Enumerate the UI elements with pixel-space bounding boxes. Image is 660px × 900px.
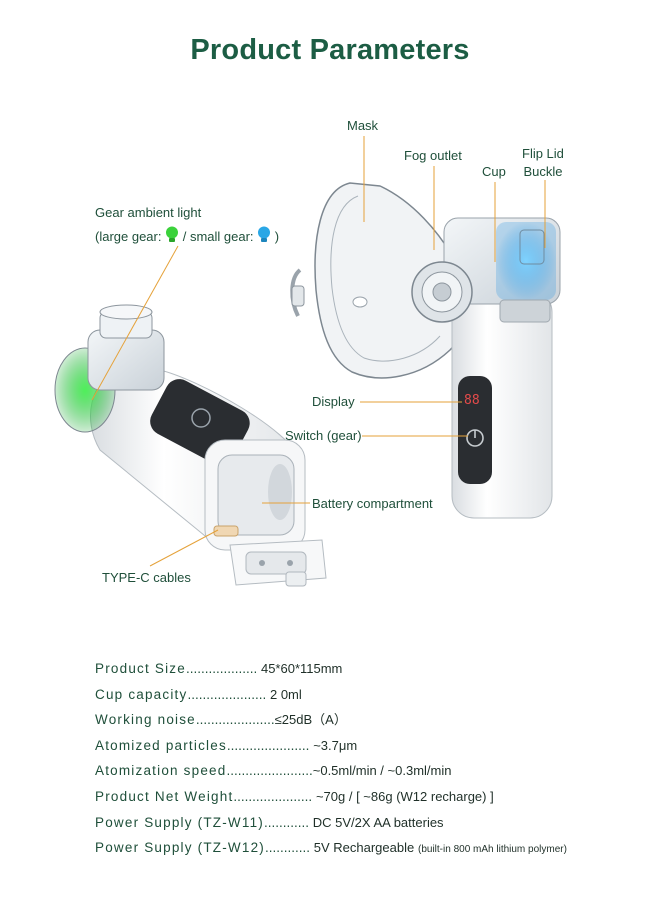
spec-list: Product Size................... 45*60*11… [95,656,635,861]
spec-key: Power Supply (TZ-W11) [95,814,264,830]
label-mask: Mask [347,118,379,133]
label-fog-outlet: Fog outlet [404,148,462,163]
spec-dots: ............ [263,814,309,830]
label-flip-lid-line1: Flip Lid [522,146,564,161]
label-gear-small: / small gear: [182,229,254,244]
leader-lines [91,136,546,567]
spec-value: 5V Rechargeable [313,840,415,856]
spec-key: Working noise [95,712,196,728]
spec-row: Product Net Weight..................... … [95,784,635,810]
spec-value: DC 5V/2X AA batteries [312,814,444,830]
spec-key: Power Supply (TZ-W12) [95,840,265,856]
label-gear-legend: (large gear: / small gear: ) [95,226,279,244]
spec-row: Power Supply (TZ-W12)............ 5V Rec… [95,835,635,861]
blue-bulb-icon [258,226,271,242]
spec-row: Working noise.....................≤25dB（… [95,707,635,733]
spec-dots: ..................... [187,686,267,702]
spec-key: Product Size [95,661,186,676]
label-switch: Switch (gear) [285,428,362,443]
left-nebulizer-body [54,304,327,587]
label-gear-close: ) [274,229,280,244]
spec-key: Atomized particles [95,737,227,753]
right-nebulizer-body: 88 [411,217,561,519]
label-battery-compartment: Battery compartment [312,496,433,511]
spec-note: (built-in 800 mAh lithium polymer) [418,844,567,856]
spec-value: 2 0ml [269,686,302,702]
label-flip-lid-line2: Buckle [523,164,563,179]
spec-dots: ............ [264,840,310,856]
label-cup: Cup [482,164,506,179]
spec-value: ~3.7μm [313,737,358,753]
label-type-c-cables: TYPE-C cables [102,570,191,585]
spec-dots: ....................... [226,763,313,779]
display-readout: 88 [464,393,480,408]
spec-dots: ..................... [233,788,313,804]
spec-row: Atomized particles......................… [95,733,635,759]
spec-dots: ................... [185,661,258,676]
spec-value: ≤25dB（A） [274,712,347,728]
spec-row: Atomization speed.......................… [95,758,635,784]
page-title: Product Parameters [190,34,470,66]
spec-key: Cup capacity [95,686,188,702]
spec-key: Atomization speed [95,763,227,779]
spec-row: Product Size................... 45*60*11… [95,656,635,682]
spec-value: 45*60*115mm [260,661,343,676]
label-display: Display [312,394,355,409]
spec-row: Cup capacity..................... 2 0ml [95,682,635,708]
product-illustration: 88 [54,136,561,587]
spec-value: ~0.5ml/min / ~0.3ml/min [312,763,452,779]
label-gear-ambient-light: Gear ambient light [95,205,202,220]
label-gear-large: (large gear: [95,229,162,244]
green-bulb-icon [166,226,179,242]
spec-key: Product Net Weight [95,788,234,804]
spec-dots: ..................... [195,712,275,728]
spec-dots: ...................... [226,737,310,753]
label-flip-lid: Flip Lid Buckle [522,145,564,181]
spec-value: ~70g / [ ~86g (W12 recharge) ] [315,788,494,804]
spec-row: Power Supply (TZ-W11)............ DC 5V/… [95,810,635,836]
